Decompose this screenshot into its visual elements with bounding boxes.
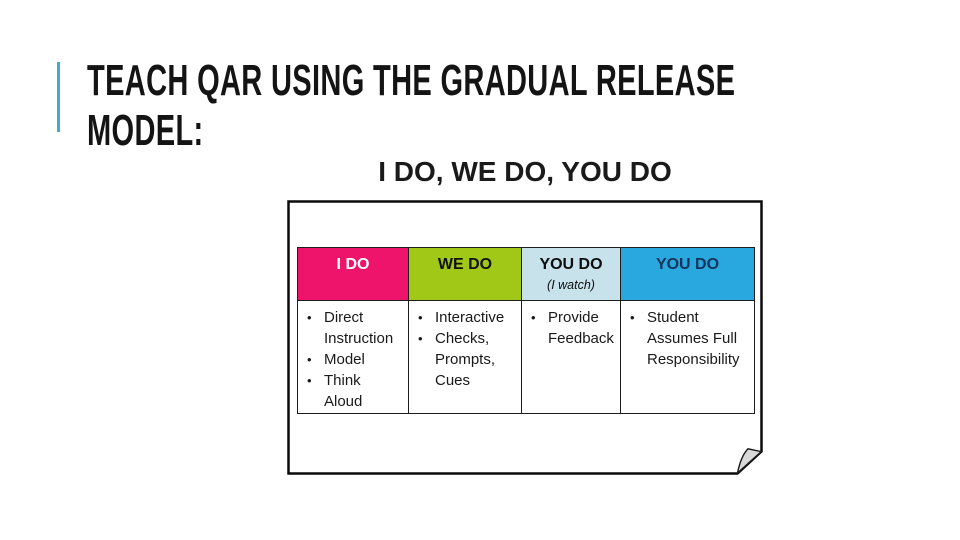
bullet-item-text: Direct Instruction [324, 309, 394, 347]
bullet-item: • Model [305, 349, 406, 370]
bullet-item: • Interactive [416, 307, 519, 328]
bullet-icon: • [630, 310, 635, 325]
bullet-item-text: Think Aloud [324, 372, 363, 410]
bullet-item: • Direct Instruction [305, 307, 406, 349]
table-body-row: • Direct Instruction • Model • Think Aloud • I… [297, 300, 755, 414]
bullet-item-text: Checks, Prompts, Cues [435, 330, 496, 389]
bullet-item: • Provide Feedback [529, 307, 618, 349]
page-curl-fold [736, 448, 763, 475]
bullet-icon: • [418, 310, 423, 325]
bullet-icon: • [531, 310, 536, 325]
bullet-list: • Provide Feedback [529, 307, 618, 349]
bullet-icon: • [418, 331, 423, 346]
table-cell-you-do-i-watch: • Provide Feedback [521, 300, 621, 414]
bullet-list: • Interactive • Checks, Prompts, Cues [416, 307, 519, 391]
bullet-list: • Student Assumes Full Responsibility [628, 307, 752, 370]
slide-title[interactable]: TEACH QAR USING THE GRADUAL RELEASE MODE… [87, 56, 735, 156]
bullet-item: • Student Assumes Full Responsibility [628, 307, 752, 370]
bullet-item-text: Provide Feedback [548, 309, 614, 347]
header-label: YOU DO [655, 256, 720, 273]
bullet-item: • Think Aloud [305, 370, 406, 412]
table-cell-i-do: • Direct Instruction • Model • Think Aloud [297, 300, 409, 414]
gradual-release-picture[interactable]: I DO WE DO YOU DO (I watch) YOU DO [287, 200, 763, 475]
graphic-heading: I DO, WE DO, YOU DO [378, 156, 672, 187]
bullet-icon: • [307, 373, 312, 388]
bullet-item-text: Model [324, 351, 365, 368]
bullet-item-text: Student Assumes Full Responsibility [647, 309, 740, 368]
table-cell-we-do: • Interactive • Checks, Prompts, Cues [408, 300, 522, 414]
table-header-i-do: I DO [297, 247, 409, 301]
header-sublabel: (I watch) [547, 278, 595, 292]
slide-title-line1: TEACH QAR USING THE GRADUAL RELEASE [87, 56, 736, 105]
slide-title-line2: MODEL: [87, 106, 204, 155]
table-cell-you-do: • Student Assumes Full Responsibility [620, 300, 755, 414]
bullet-item: • Checks, Prompts, Cues [416, 328, 519, 391]
bullet-icon: • [307, 352, 312, 367]
header-label: I DO [336, 256, 370, 273]
header-label: WE DO [437, 256, 493, 273]
bullet-icon: • [307, 310, 312, 325]
table-header-you-do-i-watch: YOU DO (I watch) [521, 247, 621, 301]
bullet-item-text: Interactive [435, 309, 505, 326]
gradual-release-table: I DO WE DO YOU DO (I watch) YOU DO [297, 247, 755, 414]
header-label: YOU DO [539, 256, 603, 273]
title-accent-bar [57, 62, 60, 132]
table-header-row: I DO WE DO YOU DO (I watch) YOU DO [297, 247, 755, 301]
table-header-you-do: YOU DO [620, 247, 755, 301]
bullet-list: • Direct Instruction • Model • Think Aloud [305, 307, 406, 412]
table-header-we-do: WE DO [408, 247, 522, 301]
